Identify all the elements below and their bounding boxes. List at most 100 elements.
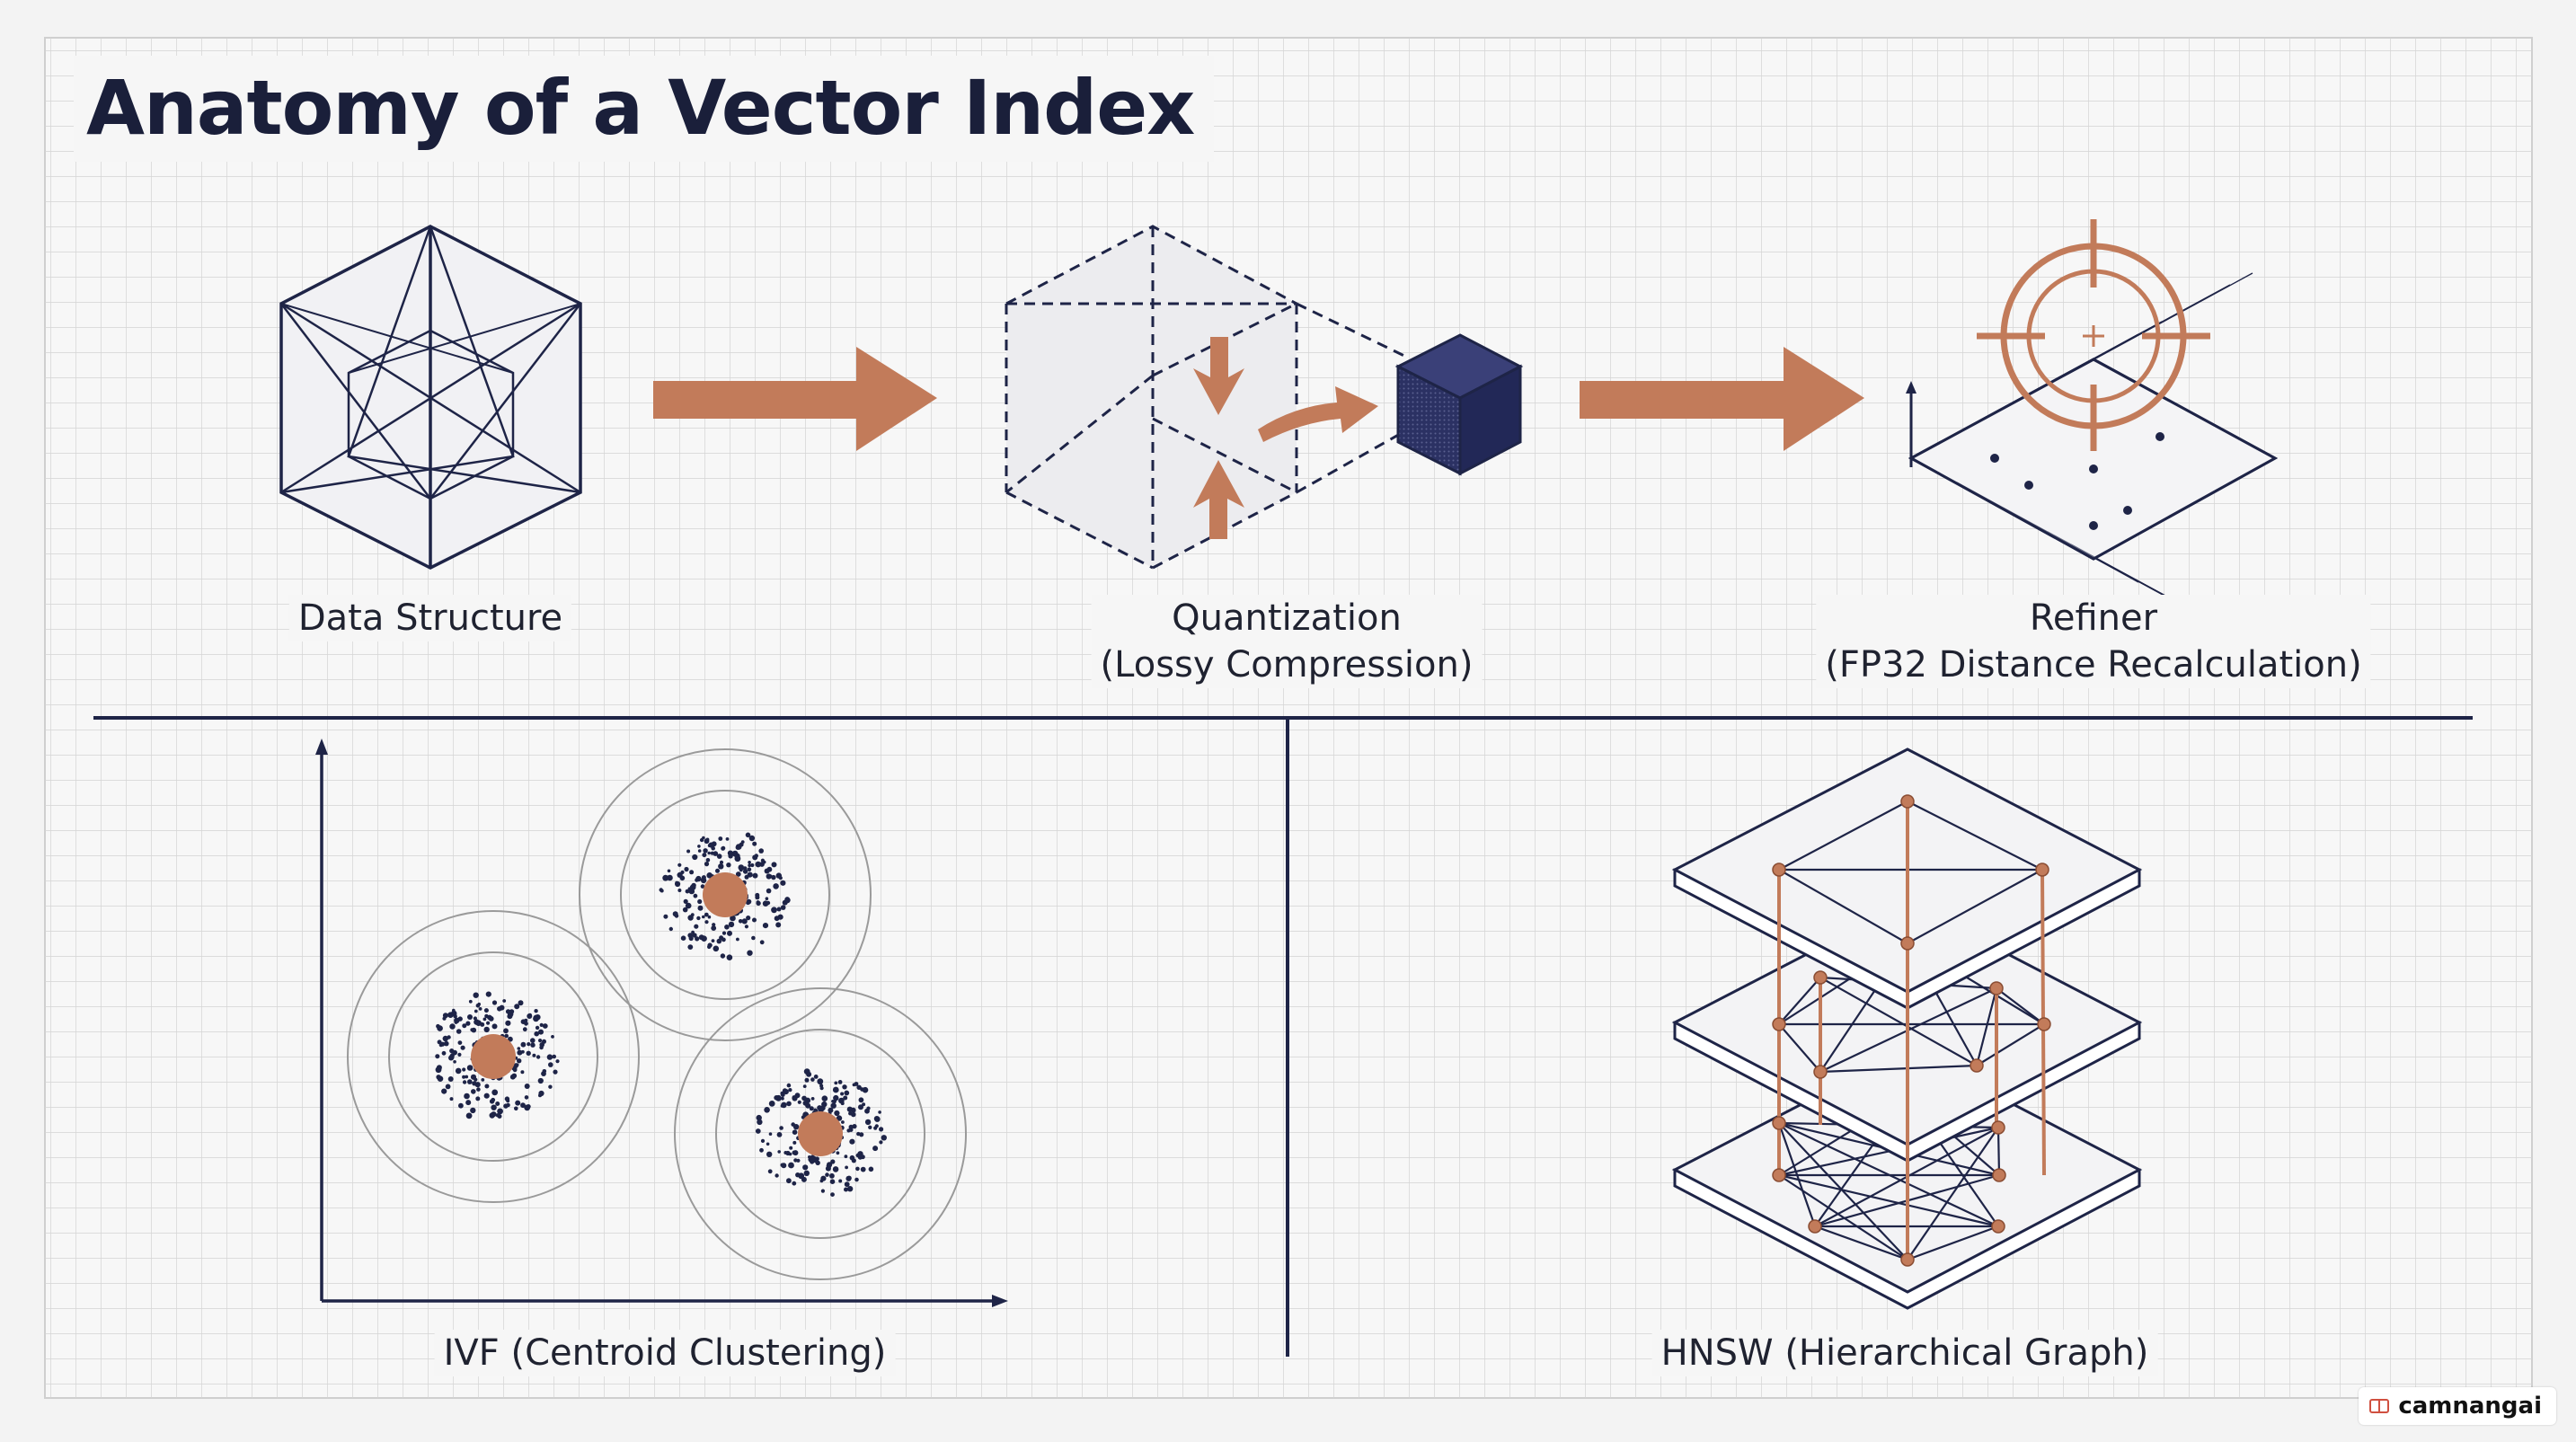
data-point bbox=[546, 1054, 553, 1060]
centroid-dot bbox=[471, 1034, 516, 1079]
data-point bbox=[791, 1122, 795, 1127]
data-point bbox=[868, 1125, 872, 1130]
data-point bbox=[810, 1077, 815, 1082]
data-point bbox=[840, 1101, 845, 1106]
data-point bbox=[444, 1040, 449, 1047]
data-point bbox=[710, 851, 714, 855]
data-point bbox=[514, 1106, 518, 1111]
data-point bbox=[551, 1035, 554, 1039]
data-point bbox=[820, 1189, 826, 1193]
data-point bbox=[483, 1008, 489, 1013]
data-point bbox=[700, 877, 707, 884]
data-point bbox=[755, 892, 760, 898]
data-point bbox=[775, 922, 782, 928]
data-point bbox=[536, 1055, 541, 1059]
data-point bbox=[879, 1140, 883, 1145]
data-point bbox=[849, 1138, 855, 1145]
data-point bbox=[697, 845, 701, 848]
data-point bbox=[878, 1110, 881, 1114]
data-point bbox=[855, 1166, 860, 1172]
data-point bbox=[442, 1013, 448, 1019]
data-point bbox=[455, 1067, 462, 1075]
data-point bbox=[495, 1101, 500, 1106]
data-point bbox=[555, 1059, 560, 1064]
data-point bbox=[810, 1155, 817, 1162]
data-point bbox=[520, 1070, 525, 1075]
data-point bbox=[477, 1002, 481, 1006]
data-point bbox=[766, 1151, 773, 1158]
data-point bbox=[825, 1165, 831, 1172]
data-point bbox=[697, 849, 702, 853]
data-point bbox=[460, 1045, 465, 1050]
data-point bbox=[756, 900, 761, 907]
data-point bbox=[708, 842, 714, 848]
data-point bbox=[509, 1009, 515, 1014]
curved-arrow-icon bbox=[1258, 386, 1378, 442]
data-point bbox=[720, 953, 726, 959]
data-point bbox=[520, 1041, 527, 1048]
data-point bbox=[821, 1101, 828, 1108]
data-point bbox=[453, 1060, 456, 1064]
data-point bbox=[454, 1020, 458, 1024]
data-point bbox=[517, 1049, 523, 1056]
data-point bbox=[748, 861, 751, 864]
data-point bbox=[774, 916, 780, 922]
data-point bbox=[744, 874, 749, 880]
data-point bbox=[462, 1023, 467, 1029]
data-point bbox=[762, 923, 769, 929]
data-point bbox=[480, 1022, 485, 1027]
data-point bbox=[771, 907, 777, 914]
data-point bbox=[874, 1124, 879, 1128]
data-point bbox=[533, 1015, 539, 1022]
data-point bbox=[517, 1058, 522, 1064]
data-point bbox=[817, 1105, 822, 1110]
refiner-label-line2: (FP32 Distance Recalculation) bbox=[1825, 644, 2362, 686]
data-point bbox=[476, 1087, 481, 1092]
data-point bbox=[858, 1104, 863, 1110]
data-point bbox=[819, 1086, 824, 1091]
data-point bbox=[532, 1053, 536, 1057]
quantization-label-line1: Quantization bbox=[1172, 597, 1402, 639]
data-point bbox=[474, 1019, 480, 1025]
data-point bbox=[864, 1119, 872, 1126]
data-point bbox=[704, 838, 710, 845]
quantization-icon bbox=[1005, 225, 1524, 570]
data-point bbox=[667, 869, 671, 873]
data-point bbox=[524, 1084, 530, 1089]
data-point bbox=[491, 1089, 499, 1096]
data-point bbox=[860, 1166, 866, 1172]
data-point bbox=[764, 1107, 770, 1113]
data-point bbox=[470, 1107, 476, 1114]
data-point bbox=[775, 872, 782, 879]
data-point bbox=[803, 1170, 810, 1177]
data-point bbox=[473, 992, 479, 998]
data-point bbox=[711, 925, 717, 931]
data-point bbox=[775, 1173, 779, 1178]
data-point bbox=[489, 1099, 495, 1104]
data-point bbox=[801, 1176, 807, 1182]
data-point bbox=[738, 919, 743, 924]
data-point bbox=[726, 863, 731, 868]
data-point bbox=[741, 918, 748, 924]
data-point bbox=[751, 935, 756, 941]
data-point bbox=[706, 872, 713, 879]
data-point bbox=[792, 1129, 798, 1135]
data-point bbox=[675, 880, 679, 885]
data-point bbox=[542, 1069, 547, 1074]
data-point bbox=[690, 913, 695, 917]
data-point bbox=[766, 1142, 770, 1146]
data-point bbox=[873, 1116, 881, 1122]
data-point bbox=[850, 1107, 856, 1113]
book-icon bbox=[2369, 1399, 2390, 1413]
data-point bbox=[707, 851, 711, 855]
data-point bbox=[843, 1095, 848, 1101]
data-point bbox=[868, 1166, 874, 1172]
page-title: Anatomy of a Vector Index bbox=[74, 56, 1215, 162]
data-point bbox=[552, 1054, 556, 1059]
data-point bbox=[481, 1078, 485, 1082]
data-point bbox=[677, 889, 682, 892]
data-point bbox=[759, 940, 765, 945]
data-point bbox=[757, 1119, 763, 1126]
data-point bbox=[879, 1127, 884, 1132]
